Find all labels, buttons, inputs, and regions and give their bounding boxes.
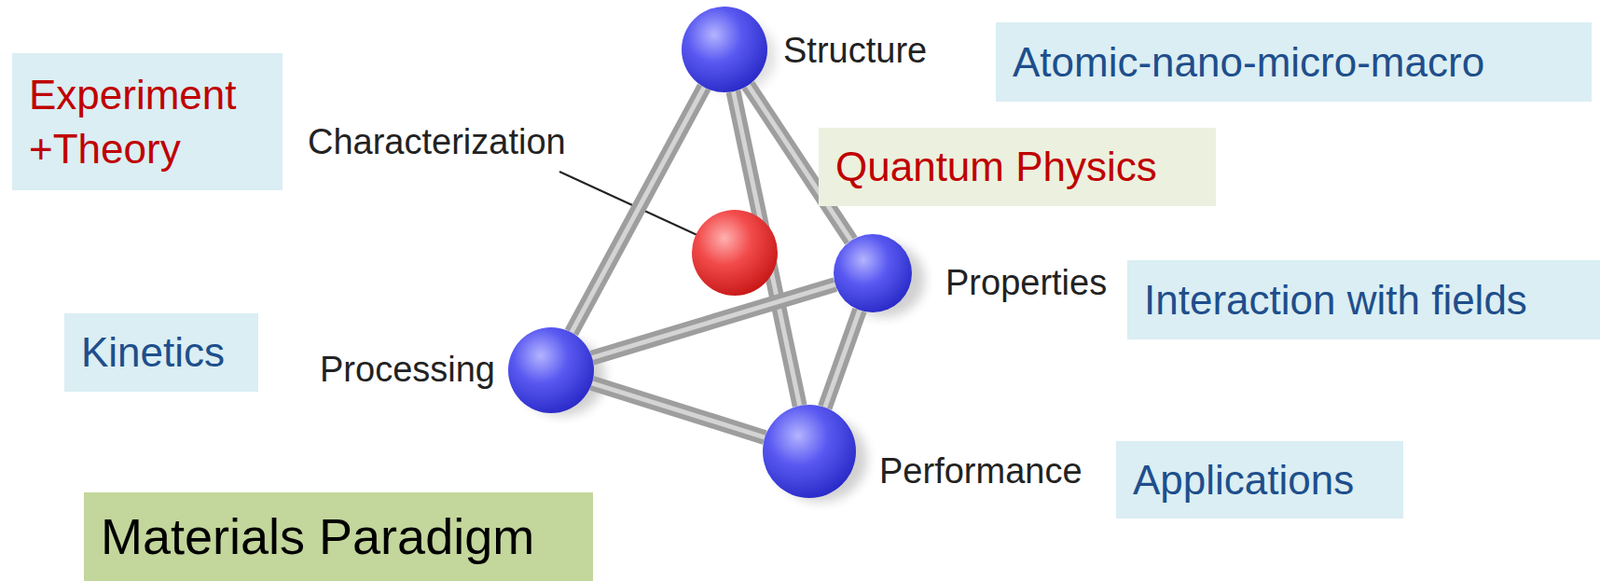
sphere-node: Characterization [691,209,778,296]
sphere-node: Properties [833,234,912,313]
sphere-shape [681,6,768,93]
sphere-label-holder: Processing [319,348,496,392]
rod-highlight [592,284,836,359]
rod-group [825,310,860,408]
sphere-label: Processing [319,348,496,392]
box-text: Quantum Physics [835,139,1200,194]
sphere [508,327,594,414]
sphere-label-holder: Characterization [307,121,566,165]
sphere-node: Structure [681,6,768,93]
rod-group [571,86,704,332]
box-text: Experiment +Theory [28,68,266,175]
rod [592,383,765,438]
sphere-shape [508,327,594,414]
sphere-label: Performance [879,450,1083,494]
text-box: Interaction with fields [1127,260,1600,340]
sphere [833,234,912,313]
rod-group [592,383,765,438]
sphere-shape [833,234,912,313]
rod [571,86,704,332]
sphere-label: Structure [783,29,927,73]
rod-highlight [825,310,860,408]
text-box: Experiment +Theory [12,53,283,191]
rod [825,310,860,408]
text-box: Materials Paradigm [83,492,594,581]
sphere [681,6,768,93]
box-text: Atomic-nano-micro-macro [1012,35,1575,89]
rod [592,284,836,359]
box-text: Materials Paradigm [100,503,577,569]
sphere-node: Processing [508,327,594,414]
text-box: Atomic-nano-micro-macro [995,22,1592,102]
sphere-shape [691,209,778,296]
sphere-label-holder: Performance [879,450,1083,494]
sphere [762,404,856,498]
text-box: Quantum Physics [818,127,1216,207]
rod-highlight [592,383,765,438]
rod-highlight [571,86,704,332]
sphere-label: Characterization [307,121,566,165]
sphere-label-holder: Structure [783,29,927,73]
box-text: Interaction with fields [1144,273,1584,327]
rod-group [592,284,836,359]
box-text: Applications [1132,453,1387,507]
sphere-node: Performance [762,404,856,498]
sphere-label: Properties [945,262,1107,305]
sphere-shape [762,404,856,498]
sphere [691,209,778,296]
text-box: Kinetics [64,313,259,392]
sphere-label-holder: Properties [945,262,1107,305]
text-box: Applications [1116,441,1404,519]
box-text: Kinetics [81,325,242,379]
